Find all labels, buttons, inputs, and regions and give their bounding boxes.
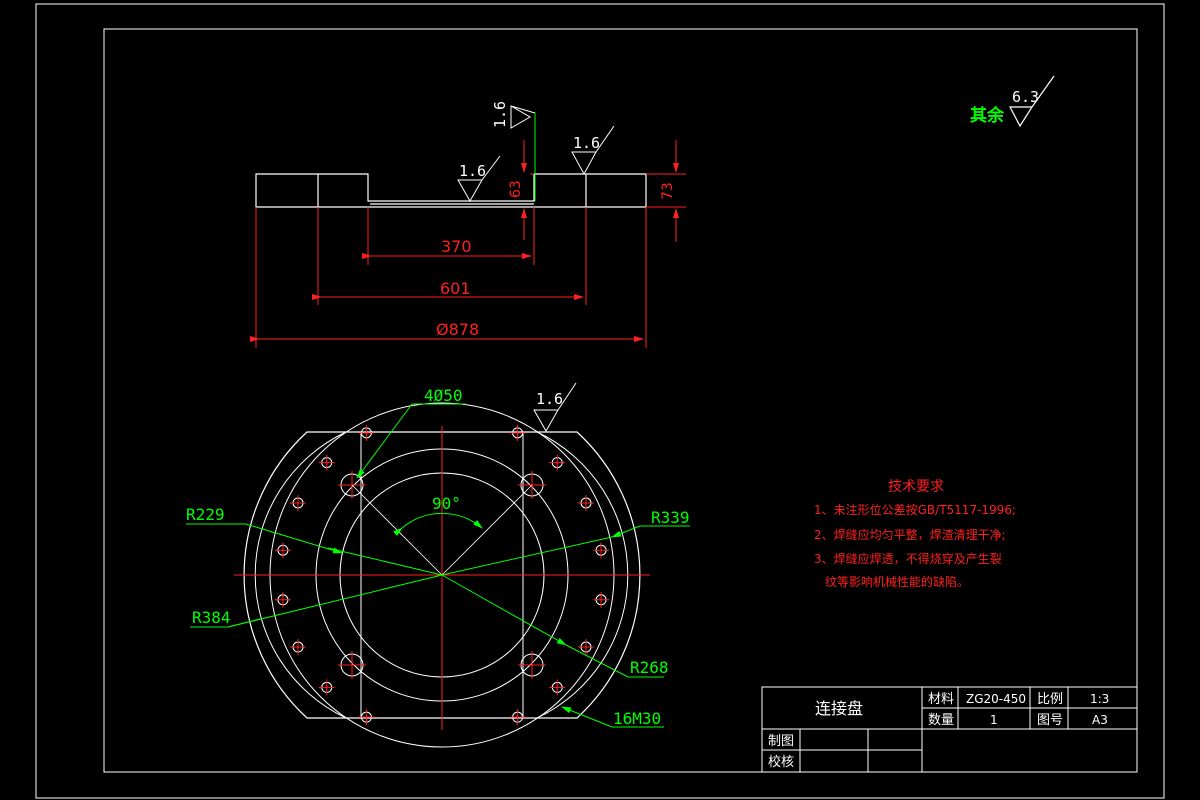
scale-value: 1:3: [1090, 692, 1109, 706]
roughness-inner-value: 1.6: [459, 162, 486, 180]
label-r339: R339: [651, 508, 690, 527]
roughness-plan-top: 1.6: [533, 382, 577, 433]
technical-requirements: 技术要求 1、未注形位公差按GB/T5117-1996; 2、焊缝应均匀平整，焊…: [814, 479, 1016, 589]
side-dimensions: [250, 140, 686, 348]
outer-border: [35, 3, 1165, 799]
drawn-label: 制图: [768, 734, 794, 749]
bolt-hole-center-mark: [509, 424, 526, 441]
roughness-right-value: 1.6: [573, 134, 600, 152]
scale-label: 比例: [1037, 692, 1063, 707]
bolt-hole-center-mark: [549, 679, 566, 696]
bolt-hole-center-mark: [358, 424, 375, 441]
roughness-inner: 1.6: [457, 155, 501, 203]
angle-arc: [393, 512, 483, 537]
plan-right-cutout: [522, 431, 629, 719]
tech-line-2: 2、焊缝应均匀平整，焊渣清理干净;: [814, 527, 1006, 542]
label-r229: R229: [186, 505, 225, 524]
bolt-hole-center-mark: [290, 639, 307, 656]
side-view-outline: [255, 173, 647, 208]
bolt-hole-center-mark: [549, 454, 566, 471]
qty-value: 1: [990, 713, 998, 727]
roughness-vertical-value: 1.6: [491, 101, 509, 128]
dim-63: 63: [508, 180, 524, 198]
leaders: [186, 403, 690, 728]
bolt-hole-center-mark: [577, 639, 594, 656]
roughness-right: 1.6: [571, 125, 615, 176]
bolt-hole-center-mark: [318, 454, 335, 471]
general-roughness: 其余 6.3: [970, 75, 1055, 128]
tech-line-4: 纹等影响机械性能的缺陷。: [825, 574, 969, 589]
hole-pattern-16: [274, 424, 610, 726]
material-label: 材料: [928, 692, 954, 707]
drawing-no-value: A3: [1092, 713, 1108, 727]
dim-73: 73: [660, 182, 676, 200]
general-roughness-value: 6.3: [1012, 88, 1039, 106]
label-16-holes: 16M30: [613, 709, 661, 728]
roughness-plan-value: 1.6: [536, 390, 563, 408]
title-block: [761, 686, 1138, 773]
roughness-vertical: 1.6: [491, 101, 536, 201]
general-roughness-label: 其余: [970, 105, 1005, 126]
angle-label: 90°: [432, 494, 461, 513]
bolt-hole-center-mark: [509, 709, 526, 726]
inner-border: [103, 28, 1138, 773]
label-4-holes: 4Ø50: [424, 386, 463, 405]
side-view: 1.6 1.6 1.6: [250, 101, 686, 348]
bolt-hole-center-mark: [274, 542, 291, 559]
bolt-hole-center-mark: [274, 591, 291, 608]
plan-left-cutout: [254, 431, 362, 719]
bolt-hole-center-mark: [290, 494, 307, 511]
angle-leg-right: [441, 484, 533, 576]
bolt-hole-center-mark: [318, 679, 335, 696]
tech-line-1: 1、未注形位公差按GB/T5117-1996;: [814, 502, 1016, 517]
part-name: 连接盘: [815, 699, 863, 718]
bolt-hole-center-mark: [593, 591, 610, 608]
checked-label: 校核: [768, 754, 794, 770]
dim-601: 601: [440, 279, 471, 298]
dim-370: 370: [441, 237, 472, 256]
drawing-no-label: 图号: [1037, 713, 1063, 728]
plan-outer-profile: [243, 431, 641, 719]
angle-leg-left: [351, 484, 443, 576]
label-r268: R268: [630, 658, 669, 677]
roughness-symbol-icon: [1009, 75, 1055, 128]
tech-line-3: 3、焊缝应焊透，不得烧穿及产生裂: [814, 551, 1002, 566]
material-value: ZG20-450: [966, 692, 1026, 706]
plan-view: 90° 4Ø50 R229 R384 R339 R268 16M30: [186, 382, 690, 748]
bolt-hole-center-mark: [593, 542, 610, 559]
dim-878: Ø878: [436, 320, 479, 339]
bolt-hole-center-mark: [577, 494, 594, 511]
qty-label: 数量: [928, 713, 954, 728]
label-r384: R384: [192, 608, 231, 627]
tech-title: 技术要求: [888, 479, 944, 495]
bolt-hole-center-mark: [358, 709, 375, 726]
